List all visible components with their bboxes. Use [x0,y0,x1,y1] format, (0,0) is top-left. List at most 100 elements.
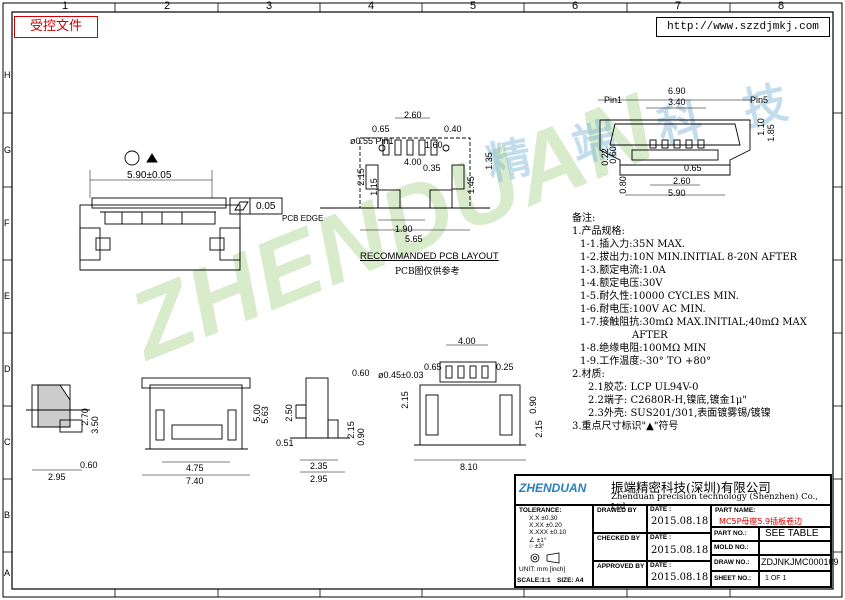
size-label: SIZE: A4 [557,577,584,584]
ruler-side-b: B [4,510,11,520]
date-label: DATE : [650,562,672,569]
note-line: 1-6.耐电压:100V AC MIN. [580,304,706,315]
unit-label: UNIT: mm [inch] [519,566,566,573]
tolerance-row: ∠ ±1° [529,537,547,544]
ruler-top-4: 4 [368,0,375,12]
tolerance-label: TOLERANCE: [519,507,562,514]
sheet-no: 1 OF 1 [765,575,787,582]
dim-s-b: 2.95 [310,474,328,484]
ruler-top-8: 8 [778,0,785,12]
note-line: AFTER [632,330,668,341]
company-header [515,475,831,505]
note-line: 1.产品规格: [572,226,625,237]
note-line: 备注: [572,213,596,224]
note-line: 1-9.工作温度:-30° TO +80° [580,356,712,367]
tolerance-row: X.X ±0.30 [529,515,558,522]
dim-pcb-l: 1.45 [465,176,476,194]
draw-no-label: DRAW NO.: [714,559,750,566]
part-name-label: PART NAME: [715,507,756,514]
note-line: 1-2.拔出力:10N MIN.INITIAL 8-20N AFTER [580,252,798,263]
dim-b-a: 4.75 [186,463,204,473]
note-line: 1-5.耐久性:10000 CYCLES MIN. [580,291,739,302]
approved-date: 2015.08.18 [651,572,709,583]
checked-date: 2015.08.18 [651,545,709,556]
front-view [79,170,241,271]
dim-s-e: 2.50 [283,404,294,422]
note-line: 1-1.插入力:35N MAX. [580,239,686,250]
dim-pcb-j: 1.15 [368,178,379,196]
dim-pcb-g: 1.90 [395,224,413,234]
controlled-document-stamp: 受控文件 [14,16,98,38]
side-profile-view [290,377,350,473]
company-name-cn: 振端精密科技(深圳)有限公司 [611,480,771,495]
note-line: 2.3外壳: SUS201/301,表面镀雾锡/镀镍 [588,408,771,419]
dim-s-g: 0.90 [355,428,366,446]
ruler-top-2: 2 [164,0,171,12]
company-name-en: Zhenduan precision technology (Shenzhen)… [611,492,818,512]
dim-r-h: 2.15 [533,420,544,438]
dim-pcb-h: 5.65 [405,234,423,244]
ruler-side-a: A [4,568,11,578]
dim-pcb-i: 2.15 [355,168,366,186]
dim-pcb-b: 0.65 [372,124,390,134]
dim-l-c: 2.70 [79,408,90,426]
bottom-main-view [141,377,251,476]
tolerance-row: X.XX ±0.20 [529,522,562,529]
projection-symbol-icon [530,552,560,564]
dim-l-b: 0.60 [80,460,98,470]
note-line: 3.重点尺寸标识"▲"符号 [572,421,679,432]
drawn-date: 2015.08.18 [651,516,709,527]
dim-b-b: 7.40 [186,476,204,486]
dim-tr-a: 6.90 [668,86,686,96]
dim-pcb-e: 1.60 [425,140,443,150]
dim-tr-b: 3.40 [668,97,686,107]
title-block: ZHENDUAN 振端精密科技(深圳)有限公司 Zhenduan precisi… [514,474,839,588]
ruler-top-7: 7 [675,0,682,12]
dim-tr-pin5: Pin5 [750,95,769,105]
dim-pcb-c: 0.40 [444,124,462,134]
company-url[interactable]: http://www.szzdjmkj.com [656,17,830,37]
dim-tr-i: 1.10 [755,118,766,136]
ruler-side-g: G [4,145,12,155]
approved-by-label: APPROVED BY [597,563,645,570]
ruler-side-h: H [4,70,11,80]
dim-pcb-f: 4.00 [404,157,422,167]
specification-notes: 备注: 1.产品规格: 1-1.插入力:35N MAX. 1-2.拔出力:10N… [572,212,812,433]
ruler-top-6: 6 [572,0,579,12]
part-no-label: PART NO.: [714,530,747,537]
mold-no-label: MOLD NO.: [714,544,749,551]
dim-pcb-hole: ø0.55 Pin1 [350,136,394,146]
checked-by-label: CHECKED BY [597,535,640,542]
dim-r-d: ø0.45±0.03 [378,370,424,380]
dim-tr-j: 1.85 [765,124,776,142]
left-side-view [26,384,90,471]
dim-s-d: 0.51 [276,438,294,448]
dim-front-width: 5.90±0.05 [127,170,172,181]
dim-s-f: 2.15 [345,421,356,439]
ruler-top-1: 1 [62,0,69,12]
ruler-side-c: C [4,437,11,447]
drawn-by-label: DRAWED BY [597,507,637,514]
tolerance-cell [515,505,593,587]
dim-r-f: 8.10 [460,462,478,472]
bottom-right-view [414,344,526,461]
note-line: 2.材质: [572,369,605,380]
dim-tr-h: 0.80 [617,176,628,194]
dim-l-d: 3.50 [89,416,100,434]
dim-pcb-k: 1.35 [483,152,494,170]
ruler-side-f: F [4,218,10,228]
tolerance-row: X.XXX ±0.10 [529,529,567,536]
dim-pcb-edge: PCB EDGE [282,214,324,223]
dim-b-d: 5.63 [259,406,270,424]
dim-tr-e: 0.65 [684,163,702,173]
part-name: MC5P母座5.9插板卷边 [719,517,803,526]
dim-s-c: 0.60 [352,368,370,378]
ruler-top-5: 5 [470,0,477,12]
dim-s-a: 2.35 [310,461,328,471]
dim-r-g: 0.90 [527,396,538,414]
pcb-layout-view [320,117,490,231]
note-line: 1-3.额定电流:1.0A [580,265,666,276]
date-label: DATE : [650,534,672,541]
